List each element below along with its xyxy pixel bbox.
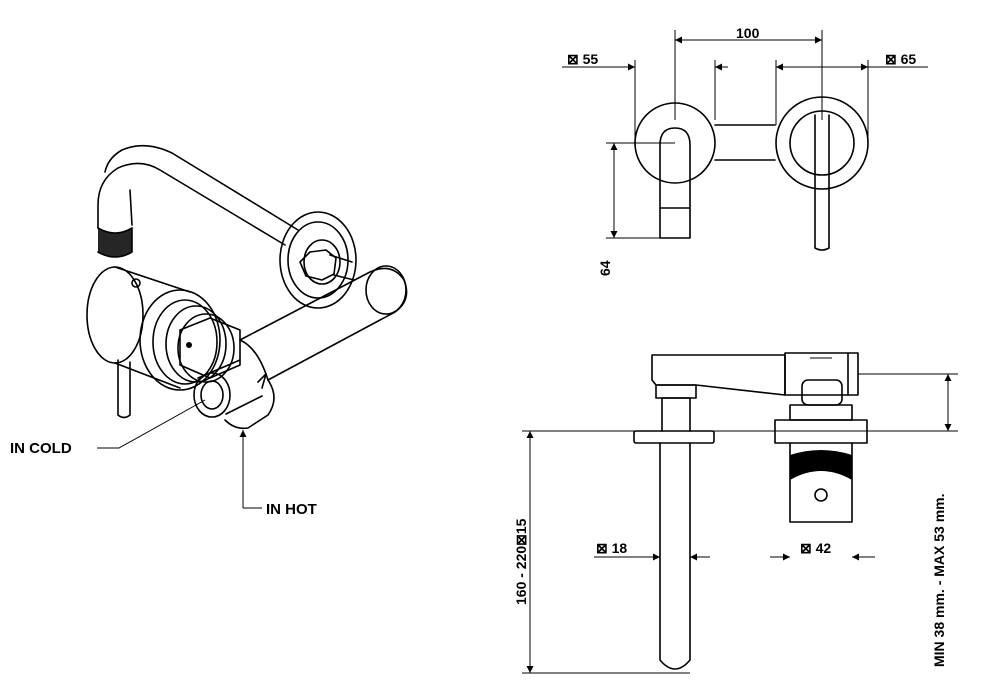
isometric-view bbox=[86, 144, 408, 508]
dim-spout-length: 160 - 220⊠15 bbox=[513, 518, 529, 605]
dim-wall-depth: MIN 38 mm. - MAX 53 mm. bbox=[931, 494, 947, 668]
in-cold-label: IN COLD bbox=[10, 440, 72, 457]
dim-left-diameter: ⊠ 55 bbox=[567, 51, 598, 67]
dim-spacing: 100 bbox=[736, 25, 760, 41]
dim-right-diameter: ⊠ 65 bbox=[885, 51, 916, 67]
front-view bbox=[562, 30, 928, 251]
dim-pipe-diameter: ⊠ 18 bbox=[596, 540, 627, 556]
dim-body-diameter: ⊠ 42 bbox=[800, 540, 831, 556]
in-hot-label: IN HOT bbox=[266, 501, 317, 518]
dim-spout-drop: 64 bbox=[597, 260, 613, 276]
side-view bbox=[522, 352, 958, 674]
